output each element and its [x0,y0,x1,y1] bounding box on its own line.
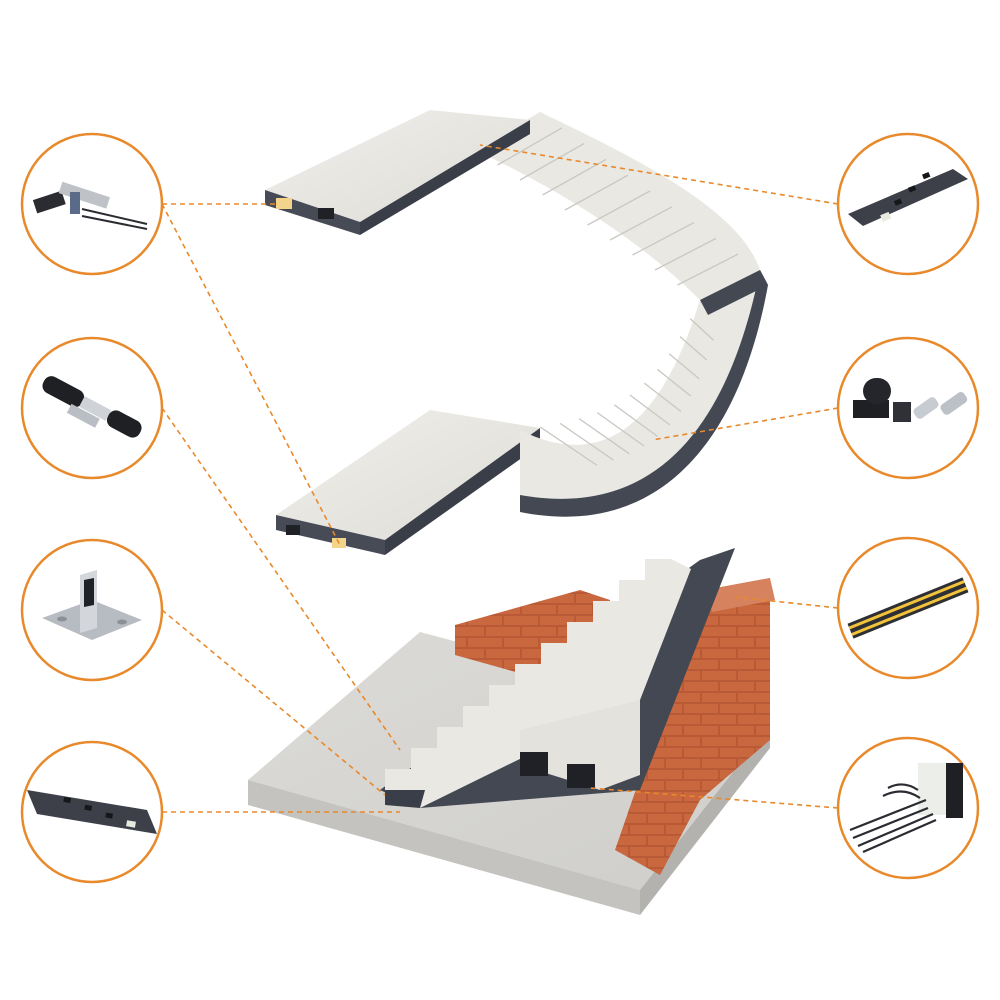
callout-right-1 [836,132,980,276]
landing-pocket [276,198,292,209]
leader-line [589,787,839,809]
leader-line [479,144,839,205]
lower-stair-flight [380,548,735,808]
step-nosing [679,336,708,361]
lower-landing [520,700,640,790]
callout-right-2 [836,336,980,480]
acoustic-strip-icon [847,577,969,639]
callout-left-4 [20,740,164,884]
step-nosing [564,174,629,211]
callout-left-2 [20,336,164,480]
step-nosing [689,318,714,341]
elastomer-bearing-set-icon [853,378,968,422]
step-nosing [654,237,717,271]
base-pad-icon [27,790,157,834]
leader-line [651,407,839,441]
step-nosing [559,422,614,461]
landing-bearing-block [520,752,548,776]
step-nosing [643,382,682,412]
callout-right-3 [836,536,980,680]
callout-right-4 [836,736,980,880]
perforated-pad-icon [848,169,968,226]
leader-line [161,203,341,546]
step-nosing [632,222,695,256]
step-nosing [668,353,700,380]
step-nosing [613,404,659,438]
top-landing [265,110,530,235]
step-nosing [656,368,692,397]
leader-line [161,407,401,751]
step-nosing [519,143,585,181]
upper-stair-flight [475,112,768,315]
callout-left-1 [20,132,164,276]
threaded-dowel-icon [42,376,142,438]
step-nosing [587,190,651,226]
angle-bracket-icon [42,570,142,640]
middle-landing [276,410,540,555]
step-nosing [596,412,645,447]
callout-left-3 [20,538,164,682]
landing-bearing-block [567,764,595,788]
step-nosing [539,426,598,466]
brick-wall-side [615,578,775,875]
leader-line [161,609,386,796]
landing-pocket [286,525,300,535]
step-nosing [609,206,673,241]
step-nosing [497,127,563,166]
middle-stair-flight [520,270,768,517]
step-nosing [578,418,630,455]
sliding-bearing-icon [32,181,148,230]
step-nosing [677,253,739,286]
leader-lines [161,144,839,813]
step-nosing [629,394,671,426]
step-nosing [542,158,607,196]
rebar-connector-icon [849,763,963,854]
landing-pocket [318,208,334,219]
